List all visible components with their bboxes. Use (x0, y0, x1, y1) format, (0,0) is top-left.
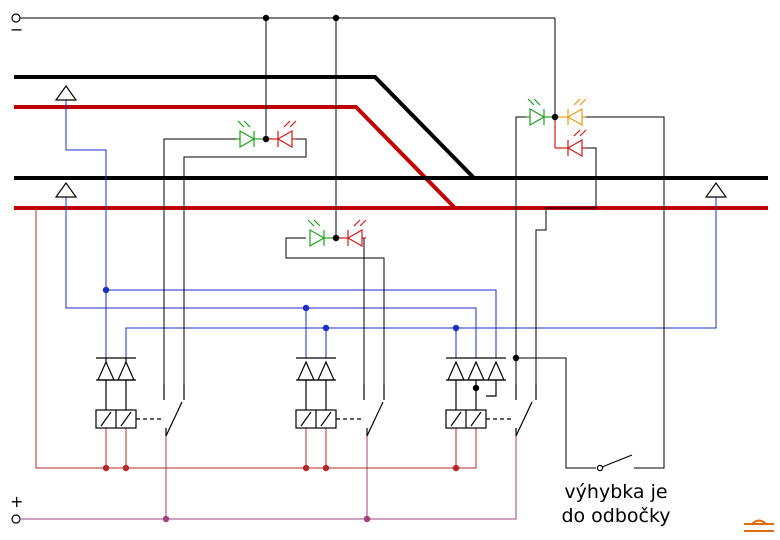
junction-dot (332, 234, 340, 242)
red-return-wires (35, 208, 477, 469)
track-sensor-icon (704, 181, 728, 198)
led-icon (555, 98, 587, 127)
junction-dot (363, 515, 371, 523)
signal-1-leds (236, 120, 297, 149)
junction-dot (162, 515, 170, 523)
track-sensors (54, 84, 728, 198)
rail-black-upper (14, 75, 476, 180)
signal-3-leds (526, 98, 587, 158)
switch-note-line-2: do odbočky (561, 505, 671, 527)
diode-icon (317, 360, 335, 381)
junction-dot (262, 135, 270, 143)
diode-icon (447, 360, 465, 381)
diode-pair-1 (96, 357, 136, 410)
relay-contact-icon (486, 384, 537, 437)
led-icon (266, 120, 297, 149)
minus-terminal-label: − (10, 20, 24, 39)
supply-buses (11, 13, 556, 524)
switch-note-line-1: výhybka je (564, 481, 668, 503)
diode-icon (467, 360, 485, 381)
led-icon (526, 98, 555, 127)
signal-2-leds (307, 219, 367, 248)
track-sensor-icon (54, 84, 78, 101)
relay-coil-icon (445, 409, 487, 429)
led-icon (336, 219, 367, 248)
relay-coil-icon (295, 409, 337, 429)
switch-icon (596, 454, 633, 472)
blue-junctions (102, 286, 460, 332)
diode-group-3 (446, 357, 506, 410)
diode-icon (97, 360, 115, 381)
diode-icon (117, 360, 135, 381)
terminal-plus-icon (11, 514, 21, 524)
junction-dot (551, 113, 559, 121)
black-signal-wires (163, 116, 665, 469)
diode-icon (297, 360, 315, 381)
logo-icon (744, 519, 774, 532)
red-junctions (102, 464, 460, 472)
junction-dot (512, 354, 520, 362)
blue-sensor-wires (65, 100, 717, 358)
led-icon (236, 120, 266, 149)
plus-terminal-label: + (10, 492, 24, 511)
tracks (14, 75, 768, 210)
led-icon (307, 219, 336, 248)
relay-contact-icon (336, 384, 385, 437)
diode-icon (487, 360, 505, 381)
rail-red-upper (14, 105, 457, 210)
relay-coil-icon (95, 409, 137, 429)
relay-contact-icon (136, 384, 185, 437)
diode-pair-2 (296, 357, 336, 410)
track-sensor-icon (54, 181, 78, 198)
led-icon (554, 117, 587, 158)
plus-bus (20, 428, 517, 520)
